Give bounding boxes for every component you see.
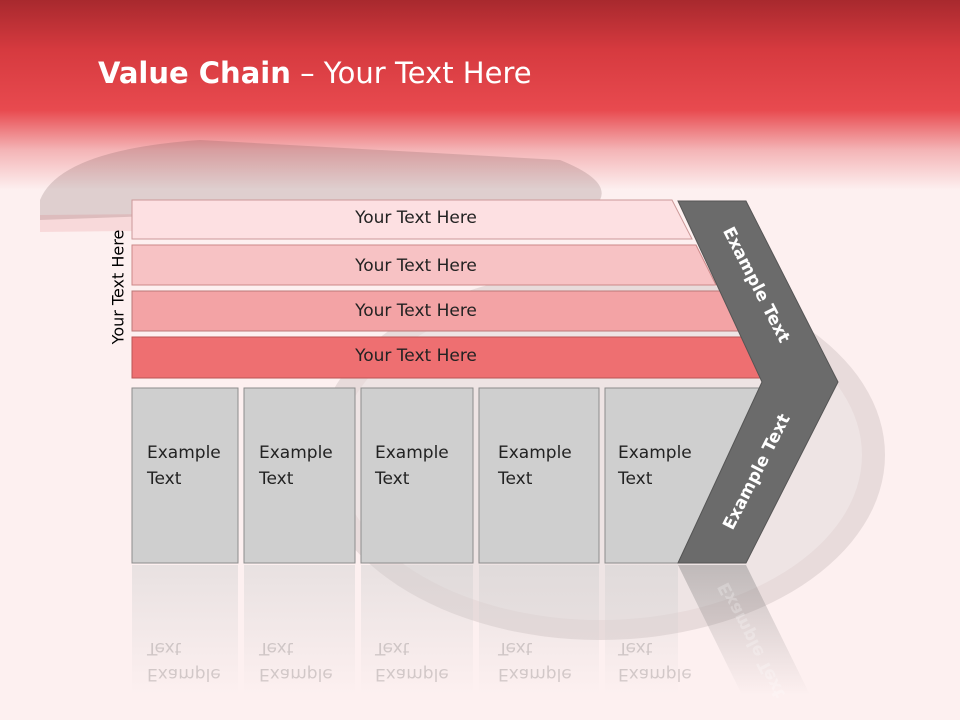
bar-1-label: Your Text Here <box>355 208 477 228</box>
bar-4-label: Your Text Here <box>355 346 477 366</box>
bar-2-label: Your Text Here <box>355 256 477 276</box>
box-1-line2: Text <box>147 469 182 489</box>
box-2-line1: Example <box>259 443 333 463</box>
box-5-line1: Example <box>618 443 692 463</box>
box-5-refl-line1: Example <box>618 664 692 684</box>
chevron-arrow <box>677 200 839 564</box>
bar-2 <box>131 244 717 286</box>
box-4-refl-line1: Example <box>498 664 572 684</box>
box-1-refl-line2: Text <box>147 638 182 658</box>
title-rest: – Your Text Here <box>290 56 532 90</box>
box-4-reflection-label: Example Text <box>498 635 598 687</box>
bar-3-label: Your Text Here <box>355 301 477 321</box>
box-2-refl-line1: Example <box>259 664 333 684</box>
box-3-line1: Example <box>375 443 449 463</box>
box-2 <box>243 387 356 564</box>
bar-1 <box>131 199 693 240</box>
box-2-reflection-label: Example Text <box>259 635 359 687</box>
page-title: Value Chain – Your Text Here <box>98 56 532 90</box>
box-5-line2: Text <box>618 469 653 489</box>
box-3-reflection <box>361 565 473 695</box>
box-4-line1: Example <box>498 443 572 463</box>
box-5-refl-line2: Text <box>618 638 653 658</box>
box-5-reflection <box>605 565 678 695</box>
box-3-line2: Text <box>375 469 410 489</box>
box-4 <box>478 387 600 564</box>
box-3 <box>360 387 474 564</box>
box-1-reflection <box>132 565 238 695</box>
box-2-reflection <box>244 565 355 695</box>
box-4-reflection <box>479 565 599 695</box>
box-2-line2: Text <box>259 469 294 489</box>
box-5-reflection-label: Example Text <box>618 635 718 687</box>
box-3-refl-line2: Text <box>375 638 410 658</box>
box-1-line1: Example <box>147 443 221 463</box>
box-3-reflection-label: Example Text <box>375 635 475 687</box>
box-2-refl-line2: Text <box>259 638 294 658</box>
box-4-line2: Text <box>498 469 533 489</box>
box-4-refl-line2: Text <box>498 638 533 658</box>
header-band <box>0 0 960 190</box>
box-1 <box>131 387 239 564</box>
chevron-reflection <box>678 565 810 695</box>
box-1-refl-line1: Example <box>147 664 221 684</box>
title-bold: Value Chain <box>98 56 291 90</box>
box-1-reflection-label: Example Text <box>147 635 247 687</box>
box-3-refl-line1: Example <box>375 664 449 684</box>
